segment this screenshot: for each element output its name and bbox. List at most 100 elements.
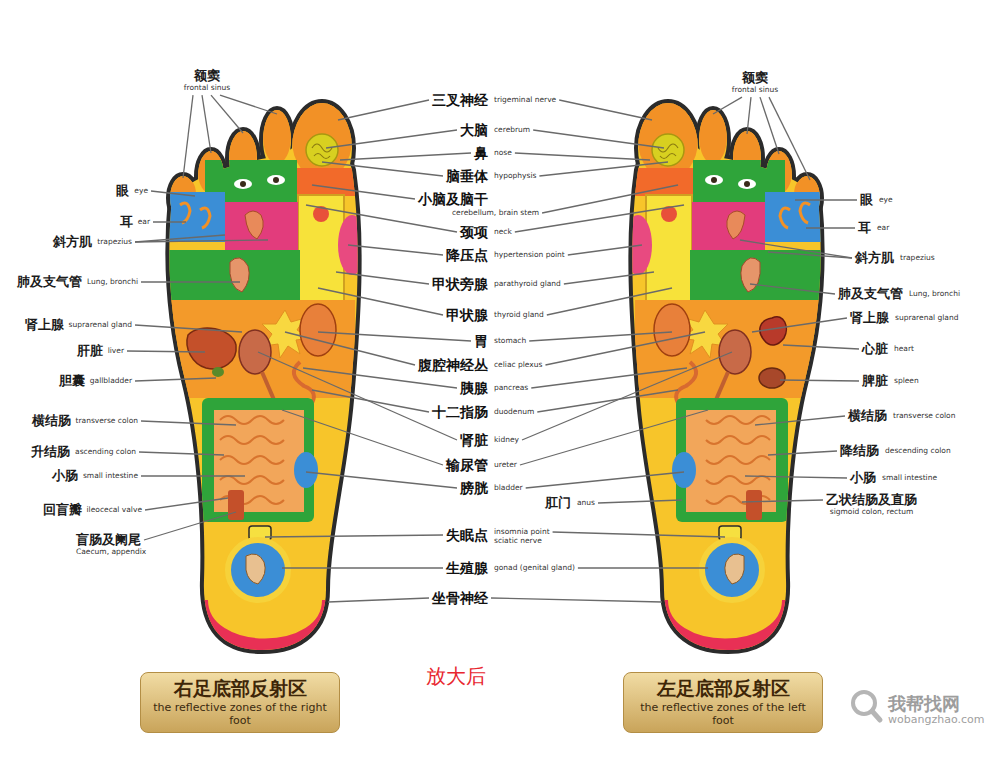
organ-label: 降结肠 [840,444,879,459]
english-label: ascending colon [75,448,136,457]
leader-line [328,598,429,602]
leader-line [520,410,708,465]
organ-label: 额窦 [194,69,220,84]
leader-line [515,205,684,232]
english-label: celiac plexus [494,361,542,370]
leader-line [491,598,662,602]
organ-label: 十二指肠 [432,404,488,420]
leader-line [220,95,277,114]
leader-line [531,368,687,388]
leader-line [526,472,684,488]
leader-line [740,240,852,258]
english-label: trigeminal nerve [494,96,556,105]
english-label: bladder [494,484,523,493]
organ-label: 胰腺 [460,380,488,396]
organ-label: 眼 [860,193,873,208]
caption-box: 右足底部反射区the reflective zones of the right… [140,672,340,733]
english-label: sigmoid colon, rectum [830,508,913,517]
english-label: hypertension point [494,251,565,260]
organ-label: 甲状腺 [446,307,488,323]
caption-title: 左足底部反射区 [634,677,812,701]
leader-line [318,288,443,315]
organ-label: 肾上腺 [850,311,889,326]
english-label: Lung, bronchi [909,290,960,299]
english-label: Lung, bronchi [87,278,138,287]
leader-line [750,284,835,294]
leader-line [145,498,228,510]
organ-label: 颈项 [460,224,488,240]
leader-line [135,325,242,332]
leader-line [547,288,672,315]
leader-line [529,332,672,341]
leader-line [598,500,682,503]
leader-line [537,390,678,412]
leader-line [578,567,708,568]
organ-label: 心脏 [862,342,888,357]
leader-line [340,153,471,160]
leader-line [553,532,725,537]
leader-line [515,153,650,160]
english-label: gallbladder [90,377,132,386]
english-label: suprarenal gland [69,321,132,330]
leader-line [141,281,240,282]
english-label: thyroid gland [494,311,544,320]
english-label: cerebellum, brain stem [452,209,539,218]
english-label: stomach [494,337,526,346]
organ-label: 耳 [120,215,133,230]
english-label: neck [494,228,512,237]
leader-line [768,252,852,258]
organ-label: 三叉神经 [432,92,488,108]
note-text: 放大后 [426,665,486,688]
english-label: small intestine [83,472,138,481]
watermark: wobangzhao.com [888,714,984,727]
organ-label: 小肠 [850,471,876,486]
organ-label: 甲状旁腺 [432,276,488,292]
english-label: transverse colon [76,417,138,426]
organ-label: 脑垂体 [446,168,488,184]
leader-line [135,378,216,381]
english-label: heart [894,345,914,354]
leader-line [338,100,429,120]
organ-label: 降压点 [446,247,488,263]
leader-line [322,162,443,176]
leader-line [755,416,845,425]
organ-label: 肝脏 [77,344,103,359]
leader-line [545,332,705,365]
english-label: ear [877,224,889,233]
caption-box: 左足底部反射区the reflective zones of the left … [623,672,823,733]
leader-line [282,410,443,465]
leader-line [742,500,823,502]
organ-label: 腹腔神经丛 [418,357,488,373]
english-label: parathyroid gland [494,280,561,289]
english-label: eye [879,196,893,205]
organ-label: 肺及支气管 [838,287,903,302]
english-label: transverse colon [893,412,955,421]
english-label: suprarenal gland [895,314,958,323]
english-label: spleen [894,377,919,386]
organ-label: 眼 [116,184,129,199]
leader-line [153,221,186,222]
leader-line [713,97,742,114]
english-label: sciatic nerve [494,537,542,546]
organ-label: 回盲瓣 [43,503,82,518]
organ-label: 肛门 [545,496,571,511]
leader-line [127,351,205,352]
organ-label: 失眠点 [446,527,488,543]
leader-line [564,272,654,284]
organ-label: 鼻 [474,145,488,161]
organ-label: 肾上腺 [25,318,64,333]
english-label: cerebrum [494,126,530,135]
leader-line [806,227,855,228]
leader-line [336,272,429,284]
organ-label: 斜方肌 [53,235,92,250]
organ-label: 输尿管 [446,457,488,473]
leader-line [151,191,195,196]
organ-label: 脾脏 [862,374,888,389]
organ-label: 耳 [858,221,871,236]
english-label: ureter [494,461,517,470]
leader-line [202,95,211,153]
organ-label: 额窦 [742,71,768,86]
leader-line [780,380,859,381]
english-label: hypophysis [494,172,536,181]
